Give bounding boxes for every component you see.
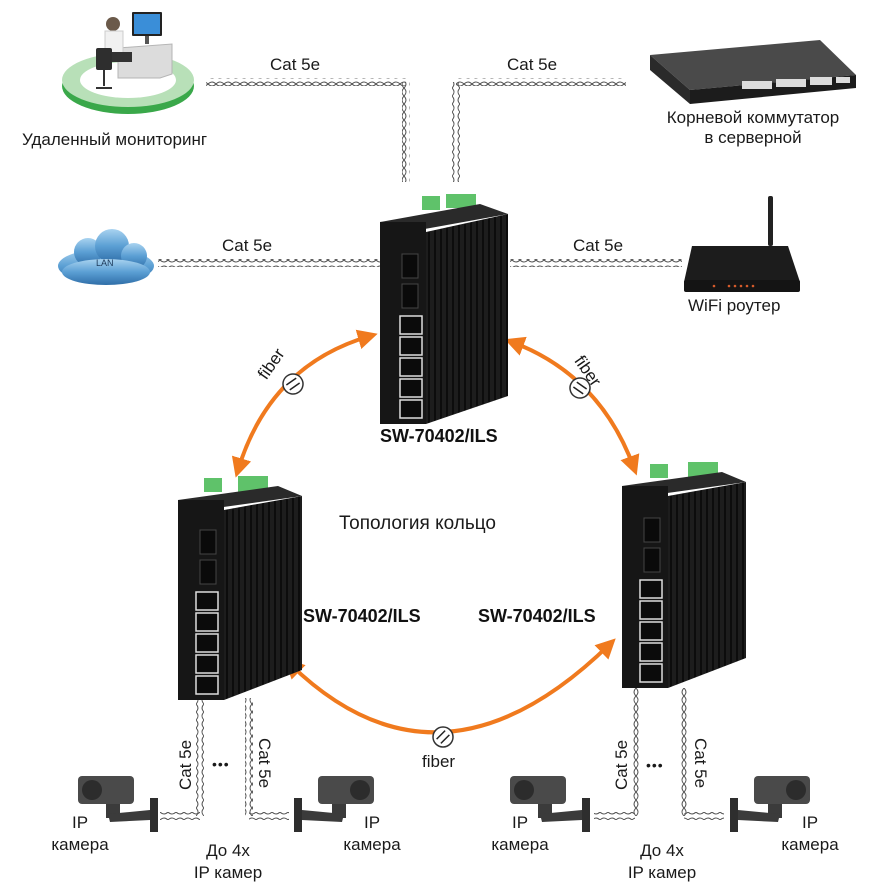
cable-label: Cat 5e — [612, 739, 631, 790]
cable-label: Cat 5e — [573, 236, 624, 255]
camera-label-line2: камера — [491, 835, 549, 854]
ip-camera-icon — [78, 776, 158, 832]
camera-label-line1: IP — [511, 813, 529, 832]
root-switch-label: Корневой коммутатор в серверной — [648, 108, 858, 148]
switch-top-device — [380, 194, 508, 424]
cable-monitoring-to-switch — [206, 78, 410, 182]
remote-monitoring-label: Удаленный мониторинг — [22, 130, 208, 149]
cable-label: Cat 5e — [507, 55, 558, 74]
camera-label-line2: камера — [781, 835, 839, 854]
cable-rootswitch-to-switch — [452, 78, 626, 182]
camera-label-line1: IP — [801, 813, 819, 832]
ip-camera-icon — [730, 776, 810, 832]
switch-left-label: SW-70402/ILS — [303, 606, 421, 626]
cable-label: Cat 5e — [691, 738, 710, 789]
cable-right-camera-2 — [680, 688, 724, 820]
fiber-label: fiber — [422, 752, 456, 771]
fiber-connector-icon — [569, 377, 591, 399]
camera-label: IP камера — [40, 812, 120, 856]
cable-left-camera-1 — [160, 698, 204, 820]
fiber-connector-icon — [432, 726, 454, 748]
cable-label: Cat 5e — [255, 738, 274, 789]
camera-group-label-right: До 4x IP камер — [612, 840, 712, 884]
cable-right-camera-1 — [594, 688, 639, 820]
root-switch-label-line1: Корневой коммутатор — [666, 108, 840, 127]
wifi-router-icon — [684, 196, 800, 292]
fiber-link-top-left — [231, 329, 378, 478]
switch-right-label: SW-70402/ILS — [478, 606, 596, 626]
camera-label: IP камера — [770, 812, 850, 856]
wifi-router-label: WiFi роутер — [688, 296, 781, 315]
camera-label-line1: IP — [363, 813, 381, 832]
root-switch-label-line2: в серверной — [704, 128, 802, 147]
switch-right-device — [622, 462, 746, 688]
camera-group-line1: До 4x — [640, 841, 684, 860]
camera-label: IP камера — [332, 812, 412, 856]
ellipsis-right: ••• — [646, 757, 664, 773]
cable-left-camera-2 — [245, 698, 289, 820]
remote-monitoring-icon — [62, 12, 194, 114]
switch-top-label: SW-70402/ILS — [380, 426, 498, 446]
topology-title: Топология кольцо — [339, 513, 497, 534]
cable-label: Cat 5e — [176, 739, 195, 790]
camera-group-line2: IP камер — [193, 863, 263, 882]
lan-label: LAN — [96, 258, 114, 268]
cable-switch-to-wifi — [510, 259, 682, 267]
camera-group-label-left: До 4x IP камер — [178, 840, 278, 884]
cable-label: Cat 5e — [270, 55, 321, 74]
ellipsis-left: ••• — [212, 756, 230, 772]
ip-camera-icon — [294, 776, 374, 832]
camera-label-line1: IP — [71, 813, 89, 832]
camera-label-line2: камера — [51, 835, 109, 854]
camera-group-line2: IP камер — [627, 863, 697, 882]
root-switch-icon — [650, 40, 856, 104]
camera-group-line1: До 4x — [206, 841, 250, 860]
camera-label-line2: камера — [343, 835, 401, 854]
fiber-connector-icon — [282, 373, 304, 395]
cable-label: Cat 5e — [222, 236, 273, 255]
ip-camera-icon — [510, 776, 590, 832]
camera-label: IP камера — [480, 812, 560, 856]
lan-cloud-icon — [58, 229, 154, 285]
fiber-link-bottom — [284, 638, 616, 735]
cable-lan-to-switch — [158, 259, 380, 267]
switch-left-device — [178, 476, 302, 700]
